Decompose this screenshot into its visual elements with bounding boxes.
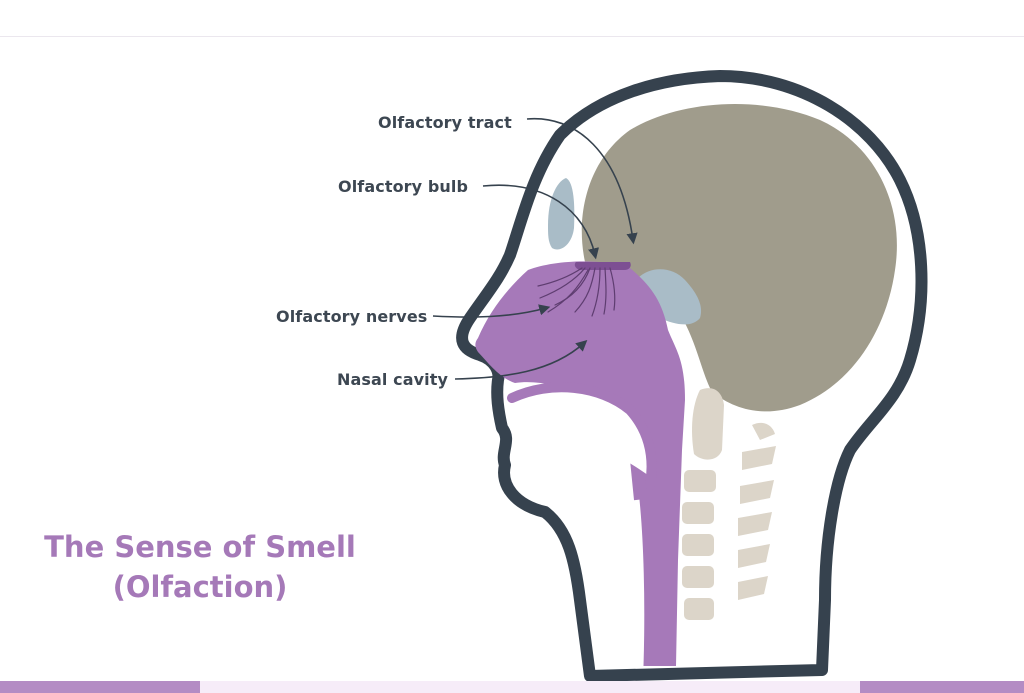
cervical-vertebrae xyxy=(682,388,776,620)
bulb-leader xyxy=(482,184,600,260)
olfactory-nerve-fibers xyxy=(537,267,616,317)
header-divider xyxy=(0,36,1024,37)
footer-bar-right xyxy=(860,681,1024,693)
epiglottis xyxy=(632,499,645,667)
brain xyxy=(581,103,897,412)
nerves-leader xyxy=(432,304,551,318)
olfactory-bulb-tract xyxy=(574,262,631,270)
frontal-sinus xyxy=(548,178,575,250)
oral-cavity xyxy=(515,390,652,478)
title-line-1: The Sense of Smell xyxy=(44,530,356,564)
nasal-cavity-region xyxy=(475,261,685,666)
footer-bar-middle xyxy=(200,681,860,693)
label-olfactory-nerves: Olfactory nerves xyxy=(276,307,428,326)
label-nasal-cavity: Nasal cavity xyxy=(337,370,449,389)
label-olfactory-tract: Olfactory tract xyxy=(378,113,512,132)
diagram-title: The Sense of Smell (Olfaction) xyxy=(40,527,360,607)
cavity-leader xyxy=(454,339,588,380)
tongue-line xyxy=(507,382,657,490)
label-olfactory-bulb: Olfactory bulb xyxy=(338,177,469,196)
tract-leader xyxy=(526,117,638,245)
footer-bar-left xyxy=(0,681,200,693)
title-line-2: (Olfaction) xyxy=(112,570,288,604)
